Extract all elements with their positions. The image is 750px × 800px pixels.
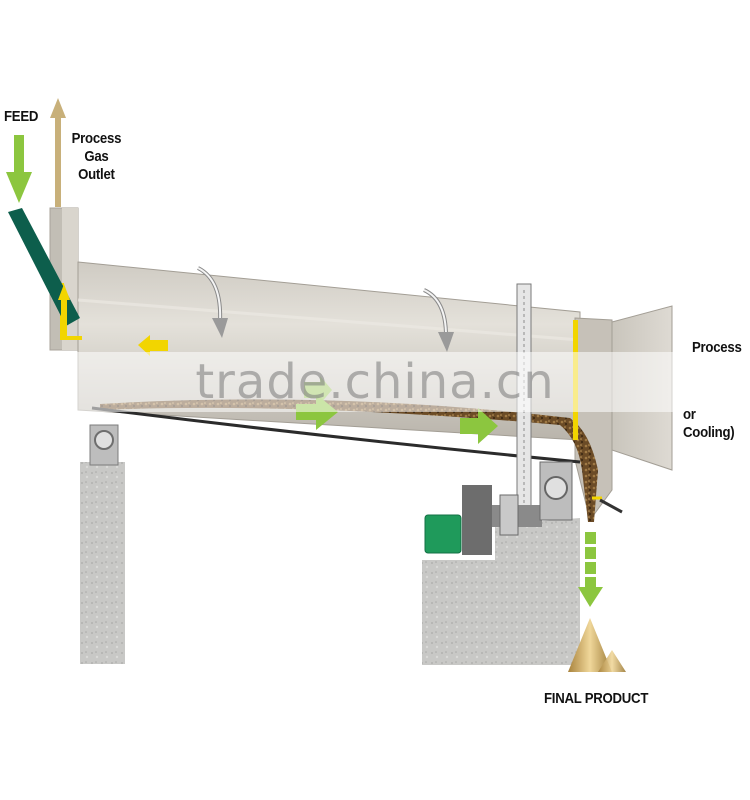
- cooling-partial-label: or Cooling): [683, 406, 735, 441]
- drive-motor: [424, 514, 462, 554]
- support-pier-left: [80, 424, 125, 664]
- watermark-text: trade.china.cn: [195, 354, 555, 410]
- process-gas-outlet-line-2: Gas: [84, 148, 109, 165]
- discharge-valve: [599, 498, 623, 514]
- material-flow-arrow: [296, 394, 338, 430]
- support-roller-right: [539, 461, 573, 521]
- support-pier-right: [422, 518, 580, 665]
- material-flow-arrow: [460, 408, 498, 444]
- gas-outlet-arrow: [50, 98, 66, 207]
- process-partial-label: Process: [692, 339, 742, 356]
- gas-flow-arrow: [138, 335, 168, 356]
- process-gas-outlet-line-3: Outlet: [78, 166, 115, 183]
- final-product-label: FINAL PRODUCT: [544, 690, 649, 707]
- drive-gearbox: [462, 485, 542, 555]
- burner-pipe-2: [423, 288, 454, 352]
- product-discharge-arrow: [578, 532, 603, 607]
- watermark-band: [0, 352, 750, 412]
- drum-bottom-edge: [91, 406, 581, 464]
- process-gas-outlet-label: Process Gas Outlet: [70, 130, 123, 184]
- gas-entry-arrow: [58, 284, 70, 338]
- process-gas-outlet-line-1: Process: [71, 130, 122, 147]
- feed-arrow: [6, 135, 32, 203]
- product-pile: [568, 618, 626, 672]
- feed-label: FEED: [4, 108, 39, 125]
- burner-pipe-1: [197, 266, 228, 338]
